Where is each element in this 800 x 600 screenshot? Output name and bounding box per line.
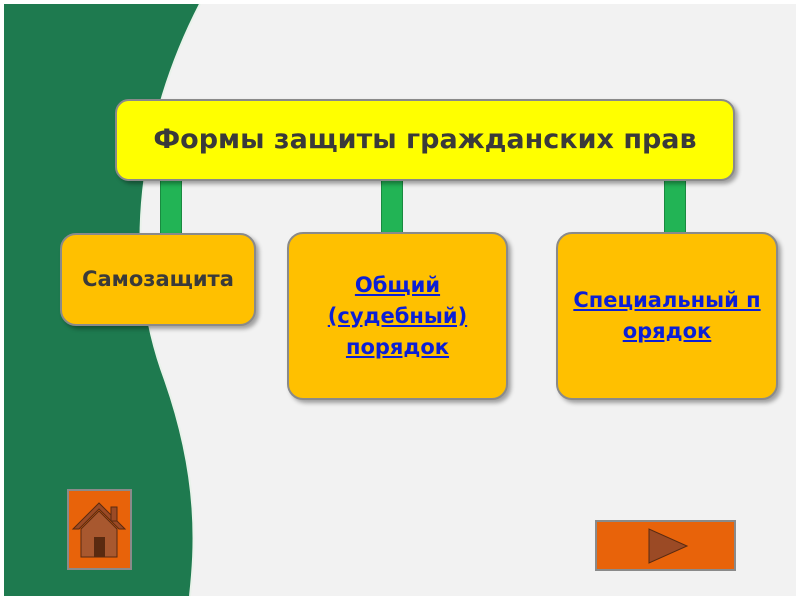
node-self-defense-label: Самозащита: [82, 267, 234, 291]
connector-middle: [381, 180, 403, 235]
node-self-defense: Самозащита: [60, 233, 256, 326]
node-general-procedure[interactable]: Общий (судебный) порядок: [287, 232, 508, 400]
node-special-procedure[interactable]: Специальный порядок: [556, 232, 778, 400]
diagram-title-box: Формы защиты гражданских прав: [115, 99, 735, 181]
node-general-procedure-link[interactable]: Общий (судебный) порядок: [327, 272, 468, 359]
node-special-procedure-link[interactable]: Специальный порядок: [573, 288, 761, 343]
connector-right: [664, 180, 686, 235]
play-arrow-icon: [648, 528, 689, 564]
home-button[interactable]: [67, 489, 132, 570]
connector-left: [160, 180, 182, 236]
next-slide-button[interactable]: [595, 520, 736, 571]
diagram-title: Формы защиты гражданских прав: [153, 124, 697, 155]
home-icon: [71, 502, 127, 558]
